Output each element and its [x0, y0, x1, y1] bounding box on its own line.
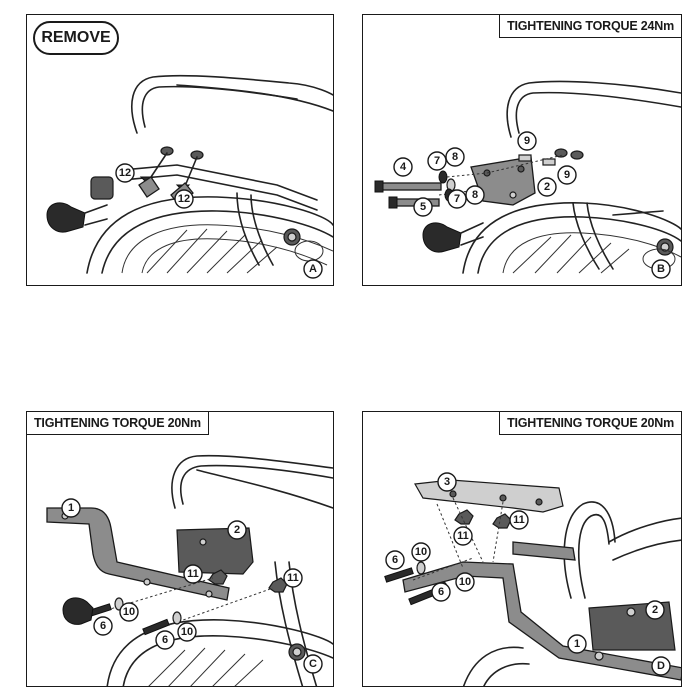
- svg-text:D: D: [657, 660, 665, 672]
- torque-header: TIGHTENING TORQUE 20Nm: [499, 412, 681, 435]
- corner-letter-c: C: [303, 654, 323, 674]
- callout-11-right: 11: [509, 510, 529, 530]
- panel-a-illustration: [46, 74, 333, 274]
- callout-12-a: 12: [115, 163, 135, 183]
- callout-2: 2: [227, 520, 247, 540]
- callout-8-bottom: 8: [465, 185, 485, 205]
- callout-2: 2: [645, 600, 665, 620]
- svg-text:2: 2: [544, 181, 550, 193]
- callout-6-bottom: 6: [431, 582, 451, 602]
- svg-text:10: 10: [415, 546, 427, 558]
- svg-text:10: 10: [123, 606, 135, 618]
- callout-9-top: 9: [517, 131, 537, 151]
- svg-text:2: 2: [234, 524, 240, 536]
- svg-text:2: 2: [652, 604, 658, 616]
- callout-8-top: 8: [445, 147, 465, 167]
- svg-text:C: C: [309, 658, 317, 670]
- corner-letter-b: B: [651, 259, 671, 279]
- callout-10-bottom: 10: [455, 572, 475, 592]
- torque-header: TIGHTENING TORQUE 20Nm: [27, 412, 209, 435]
- svg-text:10: 10: [459, 576, 471, 588]
- svg-text:1: 1: [68, 502, 74, 514]
- callout-1: 1: [567, 634, 587, 654]
- panel-b-illustration: [374, 80, 681, 274]
- svg-text:6: 6: [438, 586, 444, 598]
- callout-10-right: 10: [177, 622, 197, 642]
- callout-11-center: 11: [453, 526, 473, 546]
- panel-torque-20nm-c: TIGHTENING TORQUE 20Nm: [26, 411, 334, 687]
- torque-header: TIGHTENING TORQUE 24Nm: [499, 15, 681, 38]
- panel-torque-20nm-d: TIGHTENING TORQUE 20Nm: [362, 411, 682, 687]
- svg-text:B: B: [657, 263, 665, 275]
- callout-4: 4: [393, 157, 413, 177]
- svg-text:11: 11: [187, 568, 199, 580]
- corner-letter-d: D: [651, 656, 671, 676]
- svg-text:9: 9: [564, 169, 570, 181]
- callout-10-top: 10: [411, 542, 431, 562]
- svg-text:6: 6: [162, 634, 168, 646]
- panel-remove: REMOVE 12: [26, 14, 334, 286]
- callout-11-left: 11: [183, 564, 203, 584]
- callout-1: 1: [61, 498, 81, 518]
- svg-text:7: 7: [434, 155, 440, 167]
- svg-text:11: 11: [457, 530, 469, 542]
- callout-11-right: 11: [283, 568, 303, 588]
- svg-text:4: 4: [400, 161, 407, 173]
- svg-text:A: A: [309, 263, 317, 275]
- svg-text:3: 3: [444, 476, 450, 488]
- callout-6-top: 6: [385, 550, 405, 570]
- callout-10-left: 10: [119, 602, 139, 622]
- svg-text:12: 12: [119, 167, 131, 179]
- callout-6-right: 6: [155, 630, 175, 650]
- svg-text:10: 10: [181, 626, 193, 638]
- callout-12-b: 12: [174, 189, 194, 209]
- remove-label: REMOVE: [33, 21, 119, 55]
- callout-2: 2: [537, 177, 557, 197]
- svg-text:9: 9: [524, 135, 530, 147]
- svg-text:12: 12: [178, 193, 190, 205]
- callout-3: 3: [437, 472, 457, 492]
- corner-letter-a: A: [303, 259, 323, 279]
- callout-7-top: 7: [427, 151, 447, 171]
- svg-text:11: 11: [287, 572, 299, 584]
- svg-text:8: 8: [452, 151, 458, 163]
- svg-text:6: 6: [100, 620, 106, 632]
- svg-text:11: 11: [513, 514, 525, 526]
- svg-text:8: 8: [472, 189, 478, 201]
- callout-9-right: 9: [557, 165, 577, 185]
- callout-5: 5: [413, 197, 433, 217]
- svg-text:6: 6: [392, 554, 398, 566]
- callout-6-left: 6: [93, 616, 113, 636]
- svg-text:7: 7: [454, 193, 460, 205]
- panel-torque-24nm: TIGHTENING TORQUE 24Nm: [362, 14, 682, 286]
- callout-7-bottom: 7: [447, 189, 467, 209]
- svg-text:5: 5: [420, 201, 426, 213]
- svg-text:1: 1: [574, 638, 580, 650]
